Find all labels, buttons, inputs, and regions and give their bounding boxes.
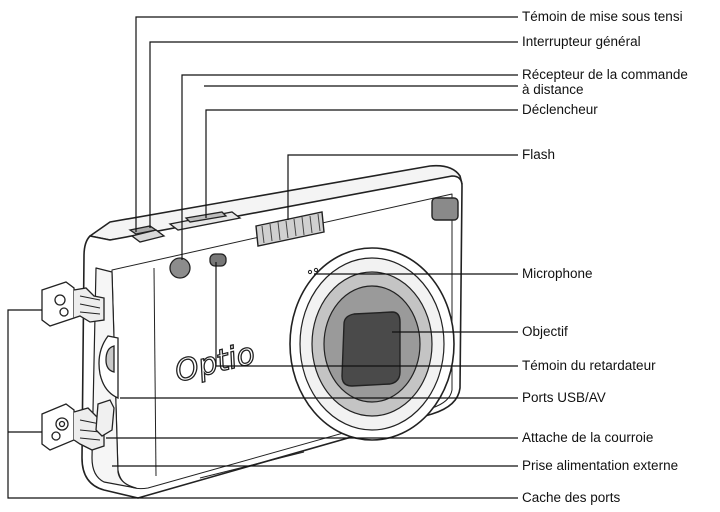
self-timer-lamp-window (209, 253, 227, 267)
label-remote-receiver: Récepteur de la commande (522, 67, 688, 82)
label-power-lamp: Témoin de mise sous tensi (522, 9, 683, 24)
strap-lug (95, 399, 115, 437)
usb-av-port (98, 335, 119, 399)
label-shutter: Déclencheur (522, 102, 598, 117)
remote-receiver-window (169, 257, 191, 279)
front-crease (153, 267, 157, 477)
lens-assembly (289, 247, 455, 441)
microphone-hole (313, 267, 319, 273)
label-remote-receiver-2: à distance (522, 82, 584, 97)
leader-line (287, 154, 518, 220)
label-dc-input: Prise alimentation externe (522, 458, 679, 473)
leader-line (135, 16, 518, 232)
port-cover-upper (41, 281, 105, 327)
bottom-edge (199, 451, 305, 479)
label-port-cover: Cache des ports (522, 490, 621, 505)
label-usb-av: Ports USB/AV (522, 390, 606, 405)
leader-line (215, 262, 518, 367)
leader-line (7, 309, 518, 499)
label-strap-lug: Attache de la courroie (522, 430, 654, 445)
label-flash: Flash (522, 147, 556, 162)
leader-line (149, 41, 518, 228)
flash-window (255, 211, 325, 247)
viewfinder-window (431, 197, 459, 221)
label-lens: Objectif (522, 324, 568, 339)
leader-line (181, 74, 518, 260)
label-microphone: Microphone (522, 266, 593, 281)
microphone-hole (307, 269, 313, 275)
label-power-switch: Interrupteur général (522, 34, 641, 49)
label-self-timer-lamp: Témoin du retardateur (522, 358, 656, 373)
leader-line (205, 109, 518, 218)
